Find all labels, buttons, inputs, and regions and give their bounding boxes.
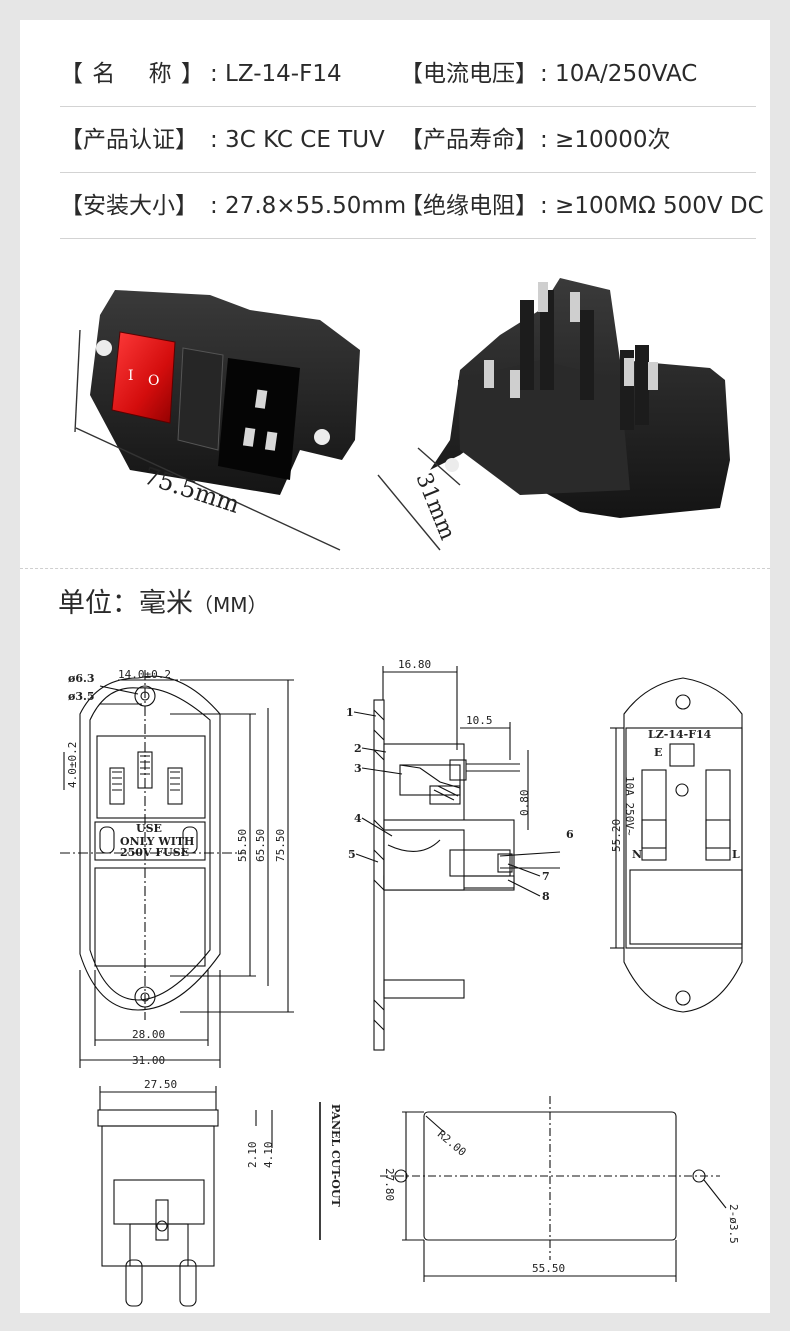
- part-label-8: 8: [542, 890, 550, 903]
- fuse-line-2: ONLY WITH: [120, 835, 194, 848]
- switch-on-mark: I: [128, 368, 134, 384]
- dim-d35: ø3.5: [68, 690, 94, 703]
- spec-row: 【 名 称 】 : LZ-14-F14 【电流电压】 : 10A/250VAC: [60, 42, 756, 107]
- cutout-holes: 2-ø3.5: [727, 1204, 740, 1244]
- spec-label: 【 名 称 】: [60, 61, 205, 87]
- spec-label: 【安装大小】: [60, 193, 198, 219]
- e-label: E: [654, 746, 662, 759]
- section-divider: [20, 568, 770, 569]
- bottom-d1: 2.10: [246, 1142, 259, 1169]
- part-label-7: 7: [542, 870, 550, 883]
- cutout-width: 55.50: [532, 1262, 565, 1275]
- dim-d63: ø6.3: [68, 672, 94, 685]
- spec-value: : ≥100MΩ 500V DC: [540, 193, 764, 219]
- dim-section-top: 16.80: [398, 658, 431, 671]
- dim-section-right: 0.80: [518, 790, 531, 817]
- bottom-width: 27.50: [144, 1078, 177, 1091]
- bottom-d2: 4.10: [262, 1142, 275, 1169]
- dim-h2: 65.50: [254, 829, 267, 862]
- spec-sheet: 【 名 称 】 : LZ-14-F14 【电流电压】 : 10A/250VAC …: [20, 20, 770, 1313]
- model-label: LZ-14-F14: [648, 728, 712, 741]
- cutout-title: PANEL CUT-OUT: [329, 1104, 342, 1207]
- spec-row: 【产品认证】 : 3C KC CE TUV 【产品寿命】 : ≥10000次: [60, 108, 756, 173]
- fuse-line-1: USE: [136, 822, 162, 835]
- height-dimension: 31mm: [410, 470, 459, 544]
- product-photos: I O 75.5mm: [74, 278, 730, 551]
- bottom-view-drawing: 27.50 2.10 4.10: [97, 1078, 275, 1307]
- dim-w1: 28.00: [132, 1028, 165, 1041]
- product-back-photo: 31mm: [377, 278, 730, 551]
- spec-label: 【电流电压】: [400, 61, 538, 87]
- front-view-drawing: USE ONLY WITH 250V FUSE 55.50 65.50 75.5…: [60, 668, 294, 1068]
- dim-section-mid: 10.5: [466, 714, 493, 727]
- section-view-drawing: 16.80 10.5 0.80 1 2 3 4 5 6 7 8: [346, 658, 574, 1051]
- spec-label: 【产品认证】: [60, 127, 198, 153]
- part-label-6: 6: [566, 828, 574, 841]
- back-view-drawing: LZ-14-F14 E N L 10A 250V~ 55.20: [610, 677, 743, 1013]
- dim-h3: 75.50: [274, 829, 287, 862]
- spec-value: : 10A/250VAC: [540, 61, 698, 87]
- technical-drawings: USE ONLY WITH 250V FUSE 55.50 65.50 75.5…: [60, 658, 743, 1307]
- spec-value: : LZ-14-F14: [210, 61, 342, 87]
- cutout-radius: R2.00: [435, 1128, 469, 1159]
- product-front-photo: I O 75.5mm: [74, 290, 360, 551]
- dim-left: 4.0±0.2: [66, 742, 79, 788]
- dim-h1: 55.50: [236, 829, 249, 862]
- spec-label: 【产品寿命】: [400, 127, 538, 153]
- part-label-4: 4: [354, 812, 362, 825]
- l-label: L: [732, 848, 740, 861]
- spec-label: 【绝缘电阻】: [400, 193, 538, 219]
- dim-w2: 31.00: [132, 1054, 165, 1067]
- panel-cutout-drawing: PANEL CUT-OUT 27.80 55.50 R2.00 2-ø3.5: [319, 1096, 740, 1282]
- back-height: 55.20: [610, 819, 623, 852]
- spec-value: : ≥10000次: [540, 127, 671, 153]
- part-label-5: 5: [348, 848, 356, 861]
- part-label-2: 2: [354, 742, 362, 755]
- unit-title: 单位：毫米（MM）: [58, 588, 268, 619]
- spec-row: 【安装大小】 : 27.8×55.50mm 【绝缘电阻】 : ≥100MΩ 50…: [60, 174, 764, 239]
- spec-value: : 3C KC CE TUV: [210, 127, 385, 153]
- cutout-height: 27.80: [383, 1168, 396, 1201]
- part-label-1: 1: [346, 706, 354, 719]
- n-label: N: [632, 848, 642, 861]
- dim-top: 14.0±0.2: [118, 668, 171, 681]
- part-label-3: 3: [354, 762, 362, 775]
- spec-value: : 27.8×55.50mm: [210, 193, 407, 219]
- switch-off-mark: O: [148, 373, 159, 389]
- rating-label: 10A 250V~: [623, 776, 636, 836]
